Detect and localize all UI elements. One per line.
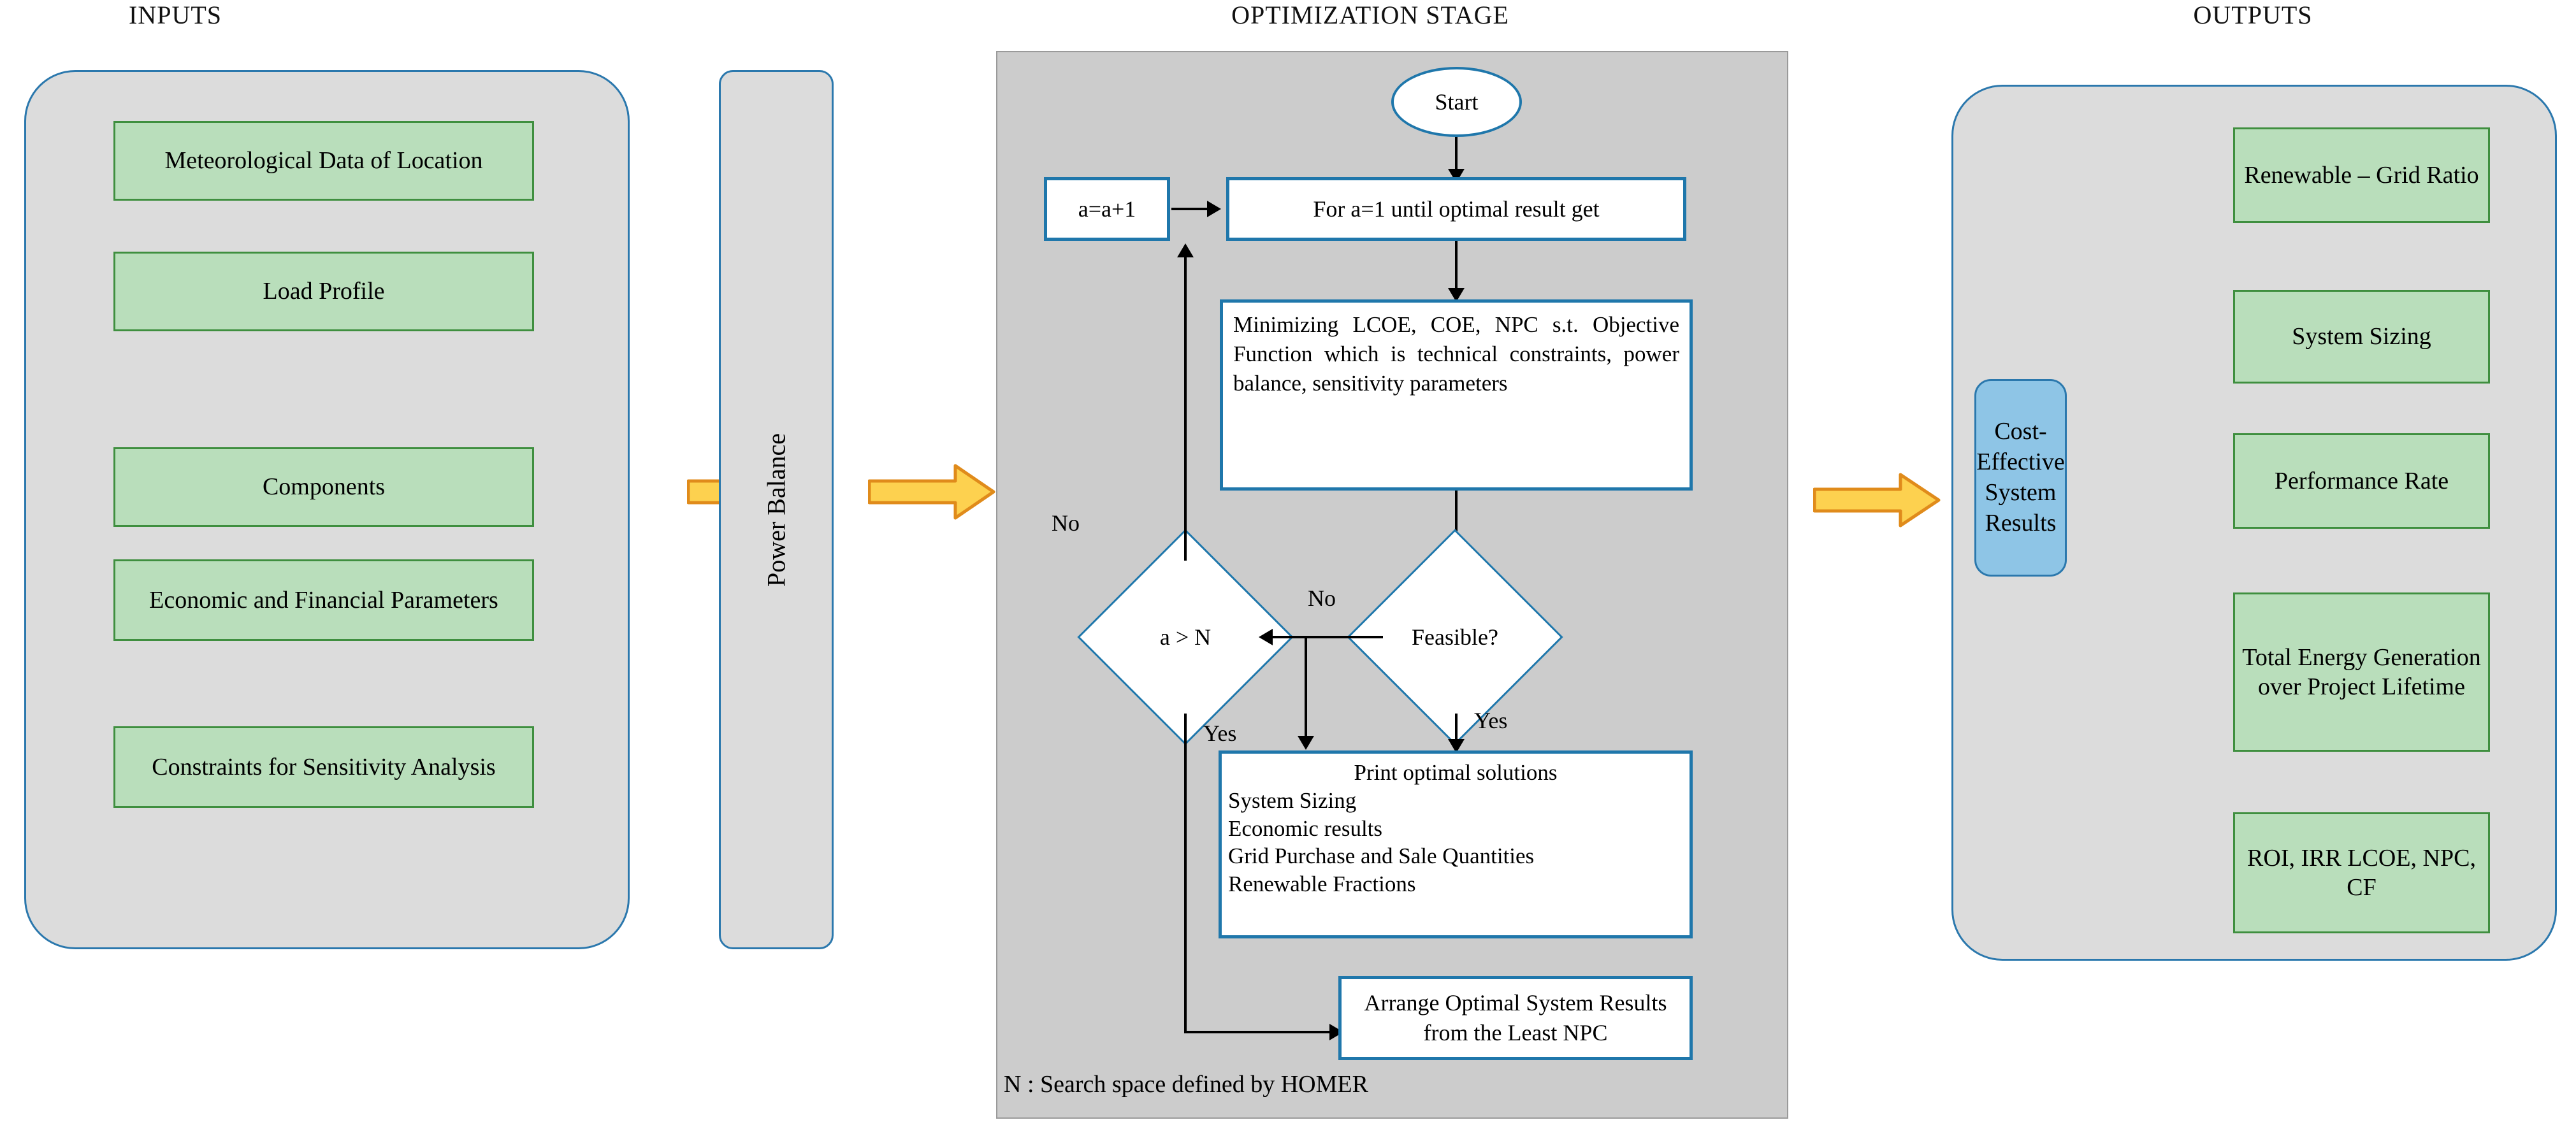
edge-label-no-left: No bbox=[1052, 510, 1080, 536]
output-item-system-sizing[interactable]: System Sizing bbox=[2233, 290, 2490, 384]
outputs-caption: OUTPUTS bbox=[2193, 1, 2313, 29]
flow-a-gt-n-diamond[interactable]: a > N bbox=[1077, 529, 1294, 745]
edge-increment-to-loop bbox=[1171, 208, 1210, 210]
input-item-constraints-sensitivity[interactable]: Constraints for Sensitivity Analysis bbox=[113, 726, 534, 808]
flow-print-title: Print optimal solutions bbox=[1354, 760, 1558, 785]
flow-print-line-3: Grid Purchase and Sale Quantities bbox=[1228, 843, 1535, 869]
flow-start-label: Start bbox=[1435, 89, 1479, 115]
output-highlight-cost-effective-system-results[interactable]: Cost-Effective System Results bbox=[1974, 379, 2067, 577]
output-item-performance-rate[interactable]: Performance Rate bbox=[2233, 433, 2490, 529]
arrow-power-balance-to-optimization bbox=[868, 462, 995, 522]
power-balance-panel: Power Balance bbox=[719, 70, 834, 949]
input-item-meteorological-data[interactable]: Meteorological Data of Location bbox=[113, 121, 534, 201]
inputs-caption: INPUTS bbox=[128, 1, 222, 29]
edge-agtn-no-to-increment bbox=[1184, 255, 1187, 561]
flow-arrange-label: Arrange Optimal System Results from the … bbox=[1364, 990, 1667, 1045]
output-item-renewable-grid-ratio[interactable]: Renewable – Grid Ratio bbox=[2233, 127, 2490, 223]
flow-print-line-1: System Sizing bbox=[1228, 787, 1357, 813]
flow-a-gt-n-label: a > N bbox=[1159, 624, 1212, 650]
optimization-caption: OPTIMIZATION STAGE bbox=[1231, 1, 1509, 29]
flow-objective-label: Minimizing LCOE, COE, NPC s.t. Objective… bbox=[1233, 312, 1679, 396]
arrowhead-increment-to-loop bbox=[1207, 201, 1221, 217]
input-item-load-profile[interactable]: Load Profile bbox=[113, 252, 534, 331]
edge-label-yes-right: Yes bbox=[1474, 708, 1508, 733]
edge-objective-to-feasible bbox=[1455, 491, 1458, 561]
arrowhead-feasible-yes-to-print bbox=[1448, 739, 1465, 753]
input-item-economic-financial-parameters[interactable]: Economic and Financial Parameters bbox=[113, 559, 534, 641]
flow-print-line-4: Renewable Fractions bbox=[1228, 872, 1416, 896]
edge-loop-to-objective bbox=[1455, 241, 1458, 295]
flow-print-box[interactable]: Print optimal solutions System Sizing Ec… bbox=[1219, 750, 1693, 938]
power-balance-label: Power Balance bbox=[762, 433, 791, 587]
arrowhead-agtn-no-to-increment bbox=[1177, 243, 1194, 257]
flow-start-node[interactable]: Start bbox=[1391, 67, 1522, 137]
edge-label-yes-left: Yes bbox=[1203, 721, 1237, 746]
flow-loop-label: For a=1 until optimal result get bbox=[1313, 196, 1600, 222]
input-item-components[interactable]: Components bbox=[113, 447, 534, 527]
arrow-optimization-to-outputs bbox=[1813, 471, 1941, 529]
edge-start-to-loop bbox=[1455, 137, 1458, 172]
flow-print-line-2: Economic results bbox=[1228, 815, 1383, 841]
flow-increment-label: a=a+1 bbox=[1078, 196, 1136, 222]
edge-agtn-yes-right bbox=[1184, 1031, 1332, 1033]
flow-feasible-label: Feasible? bbox=[1412, 624, 1498, 650]
arrowhead-feasible-no-to-agtn bbox=[1259, 629, 1273, 645]
edge-feasible-yes-down bbox=[1455, 714, 1458, 750]
arrowhead-no-branch-down-to-print bbox=[1298, 736, 1314, 750]
flow-arrange-box[interactable]: Arrange Optimal System Results from the … bbox=[1338, 976, 1693, 1060]
edge-no-branch-down-to-print bbox=[1305, 636, 1307, 745]
flow-objective-box[interactable]: Minimizing LCOE, COE, NPC s.t. Objective… bbox=[1220, 299, 1693, 491]
arrowhead-loop-to-objective bbox=[1448, 288, 1465, 302]
flow-footnote: N : Search space defined by HOMER bbox=[1004, 1071, 1368, 1098]
edge-label-no-mid: No bbox=[1308, 585, 1336, 611]
edge-feasible-no-to-agtn bbox=[1271, 636, 1383, 638]
flow-increment-box[interactable]: a=a+1 bbox=[1044, 177, 1170, 241]
flow-feasible-diamond[interactable]: Feasible? bbox=[1347, 529, 1563, 745]
flow-loop-box[interactable]: For a=1 until optimal result get bbox=[1226, 177, 1686, 241]
output-item-total-energy-generation[interactable]: Total Energy Generation over Project Lif… bbox=[2233, 592, 2490, 752]
output-item-roi-irr-lcoe-npc-cf[interactable]: ROI, IRR LCOE, NPC, CF bbox=[2233, 812, 2490, 933]
edge-agtn-yes-down bbox=[1184, 714, 1187, 1032]
